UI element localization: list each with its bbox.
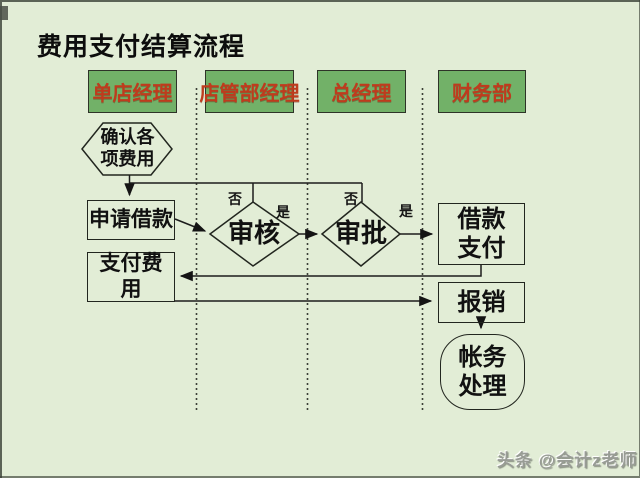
edge-label-review-no: 否: [228, 191, 242, 207]
edge-label-review-yes: 是: [276, 204, 290, 220]
connector-apply-to-review: [174, 218, 207, 232]
node-approve-decision: 审批: [334, 218, 387, 249]
node-confirm-expenses: 确认各 项费用: [100, 127, 155, 169]
lane-header-general-manager: 总经理: [317, 70, 406, 113]
lane-header-store-dept-manager: 店管部经理: [200, 70, 300, 113]
page-title: 费用支付结算流程: [37, 33, 246, 61]
node-loan-payment: 借款 支付: [438, 203, 525, 265]
node-reimburse: 报销: [438, 282, 525, 323]
connector-loanpay-to-payexpense: [179, 265, 482, 282]
node-accounting: 帐务 处理: [440, 334, 525, 410]
hexagon-confirm-outline: [81, 122, 173, 176]
edge-label-approve-yes: 是: [399, 203, 413, 219]
lane-header-finance-dept: 财务部: [438, 70, 526, 113]
lane-header-store-manager: 单店经理: [88, 70, 177, 113]
node-apply-loan: 申请借款: [87, 200, 175, 240]
frame-artifact: [0, 6, 8, 20]
edge-label-approve-no: 否: [344, 191, 358, 207]
watermark-text: 头条 @会计z老师: [497, 451, 638, 470]
connector-no-feedback-line: [129, 182, 363, 202]
node-pay-expense: 支付费 用: [87, 252, 175, 302]
node-review-decision: 审核: [227, 218, 280, 249]
